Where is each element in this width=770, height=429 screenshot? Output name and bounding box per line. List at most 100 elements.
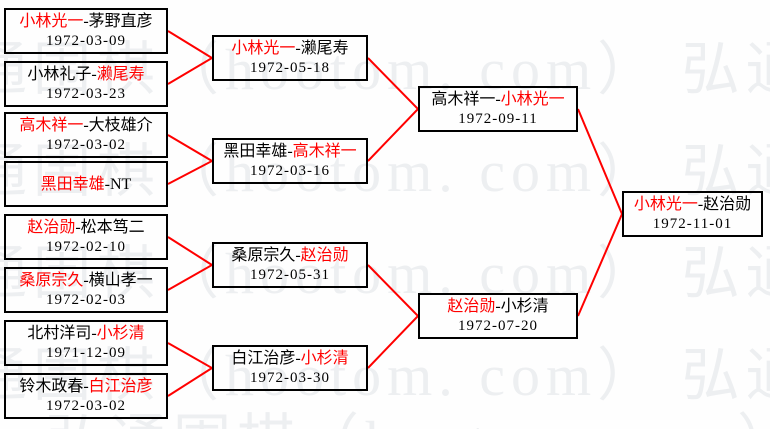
watermark-text: 弘通围棋（hootom. com） 弘通围棋（hootom. com） — [0, 241, 770, 306]
vs-dash: - — [697, 196, 704, 213]
match-date: 1972-09-11 — [458, 111, 538, 127]
player-name: 大枝雄介 — [88, 117, 153, 134]
vs-dash: - — [83, 117, 89, 134]
player-name: 高木祥一 — [292, 143, 357, 160]
watermark-text: 弘通围棋（hootom. com） 弘通围棋（hootom. com） — [45, 394, 770, 429]
player-name: 小林光一 — [231, 40, 296, 57]
match-date: 1972-03-09 — [46, 33, 126, 49]
vs-dash: - — [83, 378, 89, 395]
player-name: 赵治勋 — [27, 219, 76, 236]
match-date: 1971-12-09 — [46, 345, 126, 361]
player-name: 濑尾寿 — [300, 40, 349, 57]
vs-dash: - — [91, 66, 97, 83]
match-players: 小林礼子-濑尾寿 — [27, 64, 144, 85]
player-name: 赵治勋 — [447, 298, 496, 315]
match-box-semifinal-2: 赵治勋-小杉清 1972-07-20 — [418, 293, 578, 339]
watermark-text: 弘通围棋（hootom. com） 弘通围棋（hootom. com） — [0, 139, 770, 204]
match-date: 1972-05-18 — [250, 60, 330, 76]
connector-r2-pair1 — [367, 57, 420, 162]
connector-semifinal — [577, 108, 624, 317]
match-box-r1-8: 铃木政春-白江治彦 1972-03-02 — [4, 373, 168, 419]
player-name: 白江治彦 — [231, 350, 296, 367]
match-players: 小林光一-茅野直彦 — [19, 11, 152, 32]
connector-r1-pair4 — [167, 342, 214, 397]
vs-dash: - — [91, 325, 97, 342]
player-name: 黑田幸雄 — [40, 175, 105, 193]
connector-r1-pair1 — [167, 30, 214, 85]
match-players: 铃木政春-白江治彦 — [19, 376, 152, 397]
vs-dash: - — [75, 219, 81, 236]
match-date: 1972-03-02 — [46, 137, 126, 153]
match-players: 赵治勋-松本笃二 — [27, 217, 144, 238]
vs-dash: - — [83, 13, 89, 30]
player-name: 赵治勋 — [703, 196, 752, 213]
player-name: 小林光一 — [633, 196, 698, 213]
vs-dash: - — [104, 175, 110, 193]
vs-dash: - — [295, 350, 301, 367]
match-players: 黑田幸雄-NT — [41, 174, 132, 195]
player-name: 北村洋司 — [27, 325, 92, 342]
match-players: 桑原宗久-横山孝一 — [19, 270, 152, 291]
connector-r1-pair3 — [167, 236, 214, 291]
player-name: 濑尾寿 — [96, 66, 145, 83]
match-date: 1972-07-20 — [458, 318, 538, 334]
match-box-r1-7: 北村洋司-小杉清 1971-12-09 — [4, 320, 168, 366]
player-name: 茅野直彦 — [88, 13, 153, 30]
match-box-r1-4: 黑田幸雄-NT — [4, 161, 168, 207]
match-box-r2-3: 桑原宗久-赵治勋 1972-05-31 — [212, 242, 368, 288]
connector-r2-pair2 — [367, 264, 420, 369]
vs-dash: - — [295, 247, 301, 264]
player-name: 铃木政春 — [19, 378, 84, 395]
player-name: 小杉清 — [96, 325, 145, 342]
match-players: 桑原宗久-赵治勋 — [231, 245, 348, 266]
match-date: 1972-03-02 — [46, 398, 126, 414]
match-players: 北村洋司-小杉清 — [27, 323, 144, 344]
match-date: 1972-02-10 — [46, 239, 126, 255]
player-name: 高木祥一 — [431, 91, 496, 108]
player-name: NT — [110, 175, 132, 193]
vs-dash: - — [287, 143, 293, 160]
match-box-r2-4: 白江治彦-小杉清 1972-03-30 — [212, 345, 368, 391]
match-box-r2-2: 黑田幸雄-高木祥一 1972-03-16 — [212, 138, 368, 184]
match-box-r1-6: 桑原宗久-横山孝一 1972-02-03 — [4, 267, 168, 313]
match-date: 1972-03-30 — [250, 370, 330, 386]
match-players: 黑田幸雄-高木祥一 — [223, 141, 356, 162]
watermark-text: 弘通围棋（hootom. com） 弘通围棋（hootom. com） — [0, 37, 770, 102]
player-name: 黑田幸雄 — [223, 143, 288, 160]
player-name: 高木祥一 — [19, 117, 84, 134]
player-name: 赵治勋 — [300, 247, 349, 264]
match-players: 小林光一-赵治勋 — [634, 194, 751, 215]
match-date: 1972-03-23 — [46, 86, 126, 102]
match-date: 1972-11-01 — [652, 216, 733, 232]
match-players: 白江治彦-小杉清 — [231, 348, 348, 369]
match-date: 1972-02-03 — [46, 292, 126, 308]
match-box-r2-1: 小林光一-濑尾寿 1972-05-18 — [212, 35, 368, 81]
match-players: 高木祥一-大枝雄介 — [19, 115, 152, 136]
match-date: 1972-05-31 — [250, 267, 330, 283]
vs-dash: - — [83, 272, 89, 289]
match-date: 1972-03-16 — [250, 163, 330, 179]
player-name: 小林光一 — [500, 91, 565, 108]
player-name: 横山孝一 — [88, 272, 153, 289]
match-box-final: 小林光一-赵治勋 1972-11-01 — [622, 191, 763, 237]
match-players: 小林光一-濑尾寿 — [231, 38, 348, 59]
connector-r1-pair2 — [167, 134, 215, 185]
match-box-semifinal-1: 高木祥一-小林光一 1972-09-11 — [418, 86, 578, 132]
match-players: 赵治勋-小杉清 — [447, 296, 548, 317]
player-name: 小林礼子 — [27, 66, 92, 83]
player-name: 白江治彦 — [88, 378, 153, 395]
match-box-r1-3: 高木祥一-大枝雄介 1972-03-02 — [4, 112, 168, 158]
player-name: 小杉清 — [300, 350, 349, 367]
vs-dash: - — [295, 40, 301, 57]
vs-dash: - — [495, 298, 501, 315]
match-box-r1-5: 赵治勋-松本笃二 1972-02-10 — [4, 214, 168, 260]
match-box-r1-1: 小林光一-茅野直彦 1972-03-09 — [4, 8, 168, 54]
vs-dash: - — [495, 91, 501, 108]
match-players: 高木祥一-小林光一 — [431, 89, 564, 110]
watermark-text: 弘通围棋（hootom. com） 弘通围棋（hootom. com） — [0, 343, 770, 408]
player-name: 小林光一 — [19, 13, 84, 30]
player-name: 小杉清 — [500, 298, 549, 315]
player-name: 桑原宗久 — [19, 272, 84, 289]
player-name: 桑原宗久 — [231, 247, 296, 264]
